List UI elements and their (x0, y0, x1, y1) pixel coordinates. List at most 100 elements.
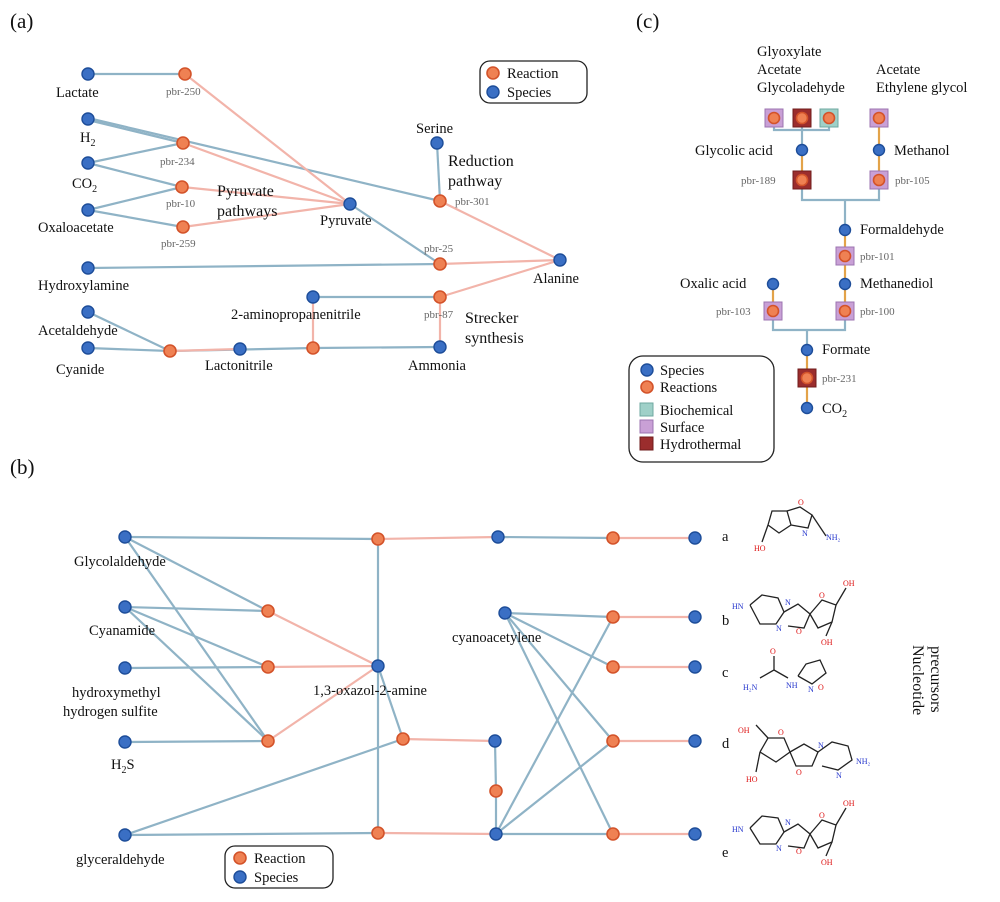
label-pyruvate: Pyruvate (320, 213, 372, 229)
panel-a-species-nodes (81, 67, 567, 356)
svg-text:O: O (770, 647, 776, 656)
annotation-pyruvate-pathways-2: pathways (217, 203, 277, 220)
node-h2 (81, 112, 95, 126)
pb-node-product-c (688, 660, 702, 674)
pc-label-pbr-101: pbr-101 (860, 251, 895, 263)
svg-text:O: O (796, 768, 802, 777)
pc-label-formate: Formate (822, 342, 870, 358)
pb-rxn-8 (606, 531, 620, 545)
pb-legend-reaction-marker (233, 851, 247, 865)
label-acetaldehyde: Acetaldehyde (38, 323, 118, 339)
pb-rxn-10 (606, 660, 620, 674)
pb-node-product-b (688, 610, 702, 624)
svg-text:H₂N: H₂N (743, 683, 758, 692)
pb-node-oxazolamine (371, 659, 385, 673)
panel-c-labels: Glyoxylate Acetate Glycoladehyde Acetate… (680, 44, 967, 420)
pc-legend-biochemical-swatch (639, 402, 654, 417)
panel-a-reaction-nodes (163, 67, 447, 358)
pc-label-co2: CO2 (822, 401, 847, 420)
pb-node-product-d (688, 734, 702, 748)
label-pbr-87: pbr-87 (424, 309, 454, 321)
pb-node-glyceraldehyde (118, 828, 132, 842)
panel-b-labels: Glycolaldehyde Cyanamide hydroxymethyl h… (63, 554, 541, 868)
pb-label-hms-1: hydroxymethyl (72, 685, 161, 701)
panel-b-label: (b) (10, 455, 35, 479)
pc-label-oxalic-acid: Oxalic acid (680, 276, 747, 292)
node-a-reaction-lactonitrile (306, 341, 320, 355)
pc-label-pbr-231: pbr-231 (822, 373, 857, 385)
pc-label-methanediol: Methanediol (860, 276, 933, 292)
pb-side-label-2: precursors (927, 646, 944, 713)
svg-text:NH₂: NH₂ (856, 757, 871, 766)
panel-b-species-nodes (118, 530, 702, 842)
pb-node-product-a (688, 531, 702, 545)
svg-text:HN: HN (732, 602, 744, 611)
pb-label-h2s: H2S (111, 757, 135, 776)
pc-label-methanol: Methanol (894, 143, 950, 159)
molecule-a: HO O N NH₂ (754, 498, 841, 553)
panel-a-annotations: Pyruvate pathways Reduction pathway Stre… (217, 153, 524, 347)
svg-text:N: N (836, 771, 842, 780)
node-a-reaction-cyanide (163, 344, 177, 358)
pb-label-cyanoacetylene: cyanoacetylene (452, 630, 541, 646)
pb-legend-reaction-label: Reaction (254, 851, 306, 867)
molecule-d: OH HO O O N N NH₂ (738, 724, 871, 784)
panel-b-side-label: Nucleotide precursors (909, 645, 944, 715)
svg-text:OH: OH (821, 638, 833, 647)
node-serine (430, 136, 444, 150)
panel-a-species-labels: Lactate H2 CO2 Oxaloacetate Hydroxylamin… (38, 85, 579, 378)
svg-text:OH: OH (843, 799, 855, 808)
pc-label-pbr-100: pbr-100 (860, 306, 895, 318)
pb-node-intermediate-top (491, 530, 505, 544)
pc-rxn-surface-1 (869, 108, 889, 128)
pb-rxn-7 (489, 784, 503, 798)
panel-b-edges-species (124, 535, 614, 837)
label-cyanide: Cyanide (56, 362, 104, 378)
svg-text:N: N (776, 844, 782, 853)
pc-legend-hydrothermal-label: Hydrothermal (660, 437, 741, 453)
node-pbr-259 (176, 220, 190, 234)
pb-node-glycolaldehyde (118, 530, 132, 544)
label-hydroxylamine: Hydroxylamine (38, 278, 129, 294)
molecule-b: HN N N O O OH OH (732, 579, 855, 647)
pc-rxn-biochemical-1 (764, 108, 784, 128)
pb-rxn-11 (606, 734, 620, 748)
pc-legend-reactions-label: Reactions (660, 380, 718, 396)
annotation-reduction-2: pathway (448, 173, 502, 190)
svg-text:NH: NH (786, 681, 798, 690)
panel-c-legend: Species Reactions Biochemical Surface Hy… (628, 355, 775, 463)
pc-legend-biochemical-label: Biochemical (660, 403, 733, 419)
svg-text:N: N (808, 685, 814, 694)
node-oxaloacetate (81, 203, 95, 217)
pc-node-co2 (800, 401, 814, 415)
pc-label-glycolic-acid: Glycolic acid (695, 143, 773, 159)
pb-product-letter-a: a (722, 529, 729, 545)
panel-b: (b) (10, 455, 944, 889)
pb-rxn-5 (396, 732, 410, 746)
annotation-reduction-1: Reduction (448, 153, 514, 170)
annotation-strecker-2: synthesis (465, 330, 524, 347)
pc-rxn-hydrothermal-1 (792, 108, 812, 128)
pc-node-glycolic-acid (795, 143, 809, 157)
label-lactonitrile: Lactonitrile (205, 358, 273, 374)
pc-node-formaldehyde (838, 223, 852, 237)
pc-node-methanol (872, 143, 886, 157)
panel-a-label: (a) (10, 9, 33, 33)
label-alanine: Alanine (533, 271, 579, 287)
svg-text:HO: HO (754, 544, 766, 553)
pb-rxn-9 (606, 610, 620, 624)
node-aminopropanenitrile (306, 290, 320, 304)
pc-legend-species-label: Species (660, 363, 705, 379)
pc-rxn-pbr-189 (792, 170, 812, 190)
node-ammonia (433, 340, 447, 354)
svg-text:N: N (785, 598, 791, 607)
pc-legend-hydrothermal-swatch (639, 436, 654, 451)
svg-text:HO: HO (746, 775, 758, 784)
panel-b-edges-reaction (267, 535, 695, 836)
svg-text:N: N (785, 818, 791, 827)
pc-node-oxalic-acid (766, 277, 780, 291)
pb-node-hydroxymethyl-hydrogen-sulfite (118, 661, 132, 675)
node-hydroxylamine (81, 261, 95, 275)
pc-rxn-pbr-103 (763, 301, 783, 321)
svg-text:OH: OH (821, 858, 833, 867)
